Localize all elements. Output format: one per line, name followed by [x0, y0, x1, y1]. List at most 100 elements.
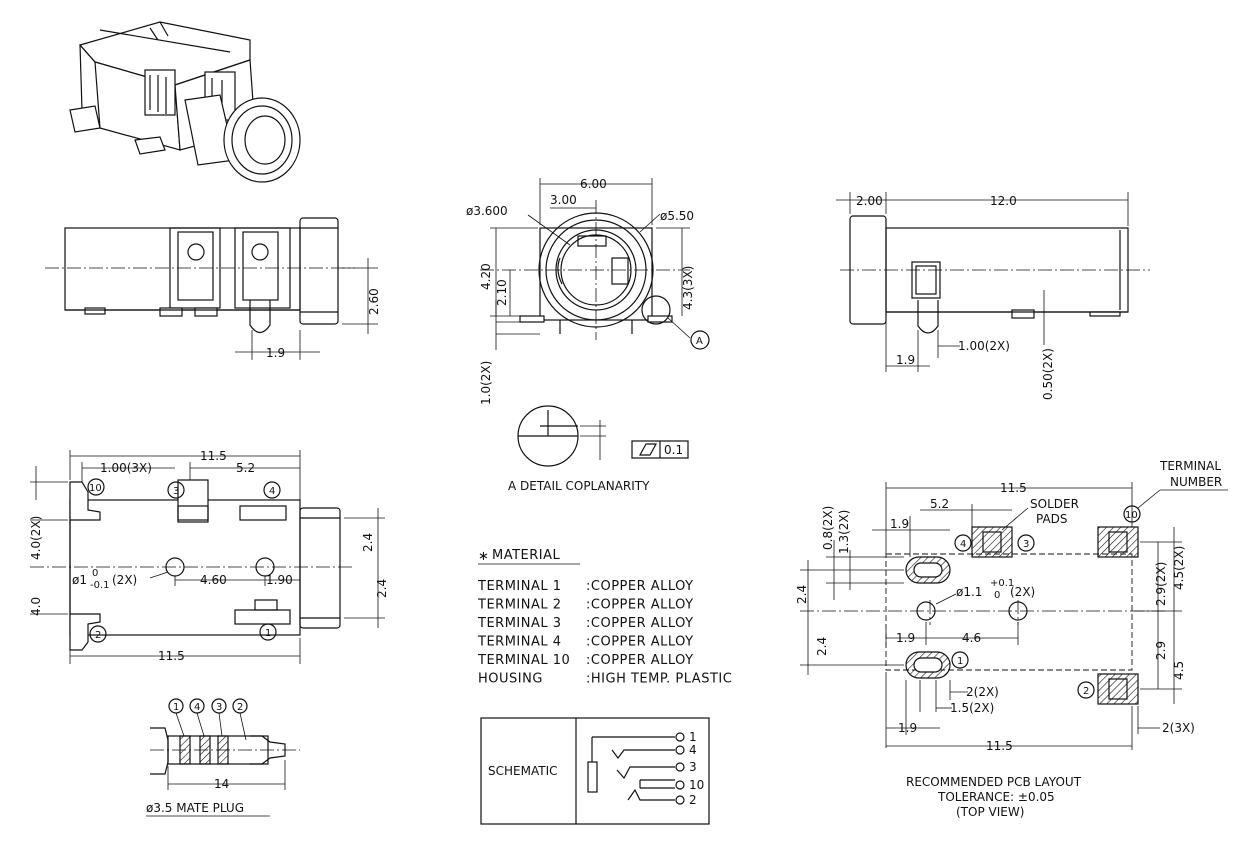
- pcb-dim-4-5-up: 4.5(2X): [1172, 546, 1186, 590]
- front-dim-center: 2.10: [495, 279, 509, 306]
- side-dim-pitch: 1.9: [266, 346, 285, 360]
- material-row-item: TERMINAL 1: [477, 579, 562, 594]
- plug-label-4: 2: [237, 702, 243, 713]
- bottom-dim-pins: 1.00(3X): [100, 461, 152, 475]
- pcb-dim-2-3x: 2(3X): [1162, 721, 1195, 735]
- material-title: MATERIAL: [492, 548, 561, 563]
- front-view: A 6.00 3.00 ø3.600 ø5.50 4.20 2.10 4.3(3…: [466, 177, 710, 405]
- isometric-view: [69, 21, 301, 183]
- pcb-pin-3: 3: [1023, 539, 1029, 550]
- plug-label-3: 3: [216, 702, 222, 713]
- bottom-dim-top: 11.5: [200, 449, 227, 463]
- bottom-pin-3: 3: [173, 486, 179, 497]
- material-star: ∗: [478, 549, 489, 564]
- bottom-dim-hole-count: (2X): [112, 573, 137, 587]
- pcb-dim-5-2: 5.2: [930, 497, 949, 511]
- bottom-dim-up: 2.4: [361, 533, 375, 552]
- bottom-dim-hole-tol-dn: -0.1: [90, 580, 110, 591]
- pcb-terminal-label-2: NUMBER: [1170, 475, 1222, 489]
- pcb-pin-2: 2: [1083, 686, 1089, 697]
- bottom-pin-10: 10: [89, 483, 102, 494]
- material-row-item: TERMINAL 10: [477, 653, 570, 668]
- plug-label-2: 4: [194, 702, 200, 713]
- bottom-dim-spacing: 4.60: [200, 573, 227, 587]
- pcb-dim-2-9-down: 2.9: [1154, 641, 1168, 660]
- pcb-pin-4: 4: [960, 539, 966, 550]
- detail-caption: A DETAIL COPLANARITY: [508, 479, 650, 493]
- material-row-item: TERMINAL 2: [477, 598, 562, 613]
- material-row-value: :COPPER ALLOY: [586, 635, 694, 650]
- material-row-value: :COPPER ALLOY: [586, 653, 694, 668]
- pcb-caption-1: RECOMMENDED PCB LAYOUT: [906, 775, 1082, 789]
- pcb-dim-1-5: 1.5(2X): [950, 701, 994, 715]
- schematic-terminal: [675, 745, 685, 755]
- schematic-terminal: [675, 732, 685, 742]
- pcb-dim-2-4-down: 2.4: [815, 637, 829, 656]
- side-view: 2.60 1.9: [45, 217, 381, 360]
- material-row-item: TERMINAL 4: [477, 635, 562, 650]
- bottom-dim-right: 5.2: [236, 461, 255, 475]
- schematic-terminal: [675, 762, 685, 772]
- mate-plug: 1 4 3 2 14 ø3.5 MATE PLUG: [146, 698, 300, 817]
- pcb-caption-2: TOLERANCE: ±0.05: [937, 790, 1055, 804]
- material-row-item: HOUSING: [478, 672, 543, 687]
- material-row-item: TERMINAL 3: [477, 616, 562, 631]
- bottom-pin-2: 2: [95, 630, 101, 641]
- bottom-dim-side: 4.0(2X): [29, 516, 43, 560]
- right-dim-pitch: 1.9: [896, 353, 915, 367]
- material-row-value: :COPPER ALLOY: [586, 598, 694, 613]
- front-dim-outer: ø5.50: [660, 209, 694, 223]
- bottom-dim-height: 4.0: [29, 597, 43, 616]
- bottom-dim-edge: 1.90: [266, 573, 293, 587]
- front-callout-A: A: [696, 336, 703, 347]
- material-table: ∗ MATERIAL TERMINAL 1 :COPPER ALLOY TERMIN…: [477, 548, 732, 687]
- pcb-dim-1-9-top: 1.9: [890, 517, 909, 531]
- side-dim-height: 2.60: [367, 288, 381, 315]
- right-dim-flange: 2.00: [856, 194, 883, 208]
- pcb-dim-1-9-mid: 1.9: [896, 631, 915, 645]
- pcb-dim-0-8: 0.8(2X): [821, 506, 835, 550]
- pcb-dim-4-5-down: 4.5: [1172, 661, 1186, 680]
- front-dim-pin: 1.0(2X): [479, 361, 493, 405]
- pcb-dim-bottom: 11.5: [986, 739, 1013, 753]
- right-view: 2.00 12.0 1.9 1.00(2X) 0.50(2X): [836, 192, 1150, 400]
- schematic-terminal: [675, 795, 685, 805]
- bottom-dim-hole: ø1: [72, 573, 87, 587]
- detail-tolerance: 0.1: [664, 443, 683, 457]
- pcb-pin-10: 10: [1125, 510, 1138, 521]
- plug-dim-length: 14: [214, 777, 229, 791]
- pcb-dim-2-2x: 2(2X): [966, 685, 999, 699]
- bottom-dim-hole-tol-up: 0: [92, 568, 98, 579]
- pcb-dim-hole-tol-up: +0.1: [990, 578, 1014, 589]
- material-row-value: :COPPER ALLOY: [586, 616, 694, 631]
- pcb-dim-top: 11.5: [1000, 481, 1027, 495]
- pcb-solder-label-2: PADS: [1036, 512, 1068, 526]
- front-dim-width: 6.00: [580, 177, 607, 191]
- bottom-view: 10 3 4 2 1 11.5 1.00(3X) 5.2 4.0(2X) 4.0…: [29, 449, 389, 664]
- pcb-dim-4-6: 4.6: [962, 631, 981, 645]
- schematic-label: SCHEMATIC: [488, 764, 557, 778]
- pcb-pin-1: 1: [957, 656, 963, 667]
- material-row-value: :COPPER ALLOY: [586, 579, 694, 594]
- schematic-pin-label: 3: [689, 760, 697, 774]
- bottom-pin-4: 4: [269, 486, 275, 497]
- pcb-dim-1-9-bottom: 1.9: [898, 721, 917, 735]
- pcb-solder-label-1: SOLDER: [1030, 497, 1079, 511]
- material-row-value: :HIGH TEMP. PLASTIC: [586, 672, 732, 687]
- plug-caption: ø3.5 MATE PLUG: [146, 801, 244, 815]
- front-dim-half: 3.00: [550, 193, 577, 207]
- bottom-dim-down: 2.4: [375, 579, 389, 598]
- pcb-dim-hole-tol-down: 0: [994, 590, 1000, 601]
- pcb-dim-hole-count: (2X): [1010, 585, 1035, 599]
- schematic-terminal: [675, 780, 685, 790]
- pcb-caption-3: (TOP VIEW): [956, 805, 1024, 819]
- pcb-dim-2-4-up: 2.4: [795, 585, 809, 604]
- pcb-dim-hole: ø1.1: [956, 585, 982, 599]
- pcb-layout: 4 3 10 1 2 TERMINAL NUMBER SOLDER PADS 1…: [795, 459, 1228, 819]
- pcb-dim-1-3: 1.3(2X): [837, 510, 851, 554]
- pcb-dim-2-9-up: 2.9(2X): [1154, 562, 1168, 606]
- right-dim-length: 12.0: [990, 194, 1017, 208]
- right-dim-pin-height: 0.50(2X): [1041, 348, 1055, 400]
